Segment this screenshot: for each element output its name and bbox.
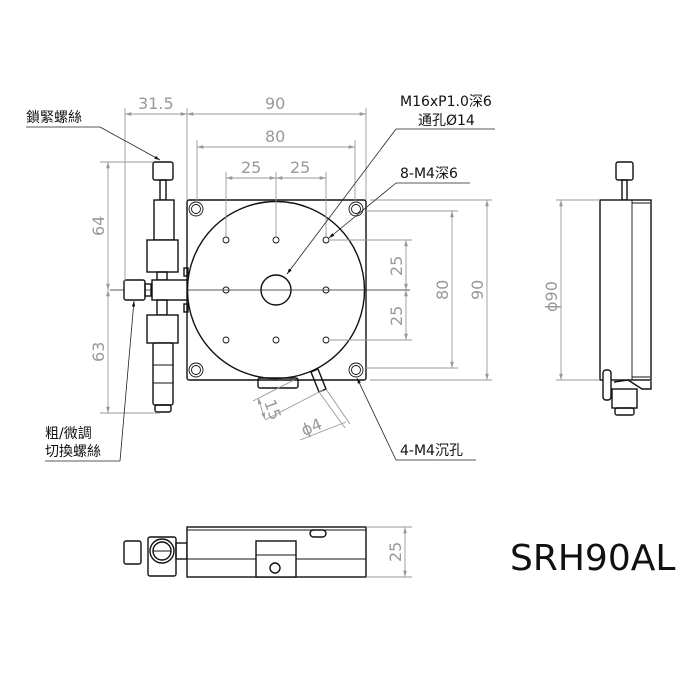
corner-counterbores — [188, 201, 364, 378]
lock-screw-knob[interactable] — [152, 161, 174, 181]
front-view: 25 — [123, 526, 412, 578]
model-title: SRH90AL — [510, 538, 675, 579]
dim-25-left: 25 — [241, 158, 261, 177]
dim-15: 15 — [260, 397, 285, 423]
dim-25-right: 25 — [290, 158, 310, 177]
dim-side-phi-90: ϕ90 — [542, 281, 561, 312]
micrometer-assembly — [123, 161, 189, 413]
dim-90-height: 90 — [468, 280, 487, 300]
callout-center-thread: M16xP1.0深6 — [400, 94, 492, 110]
dim-25-vert-bottom: 25 — [387, 306, 406, 326]
dim-90-width: 90 — [265, 94, 285, 113]
switch-screw-knob[interactable] — [123, 279, 146, 301]
callout-switch-line1: 粗/微調 — [45, 426, 92, 442]
top-view — [110, 161, 410, 413]
callout-switch-line2: 切換螺絲 — [45, 444, 101, 460]
callout-tapped-holes: 8-M4深6 — [400, 166, 458, 182]
callout-lock-screw: 鎖緊螺絲 — [26, 110, 82, 126]
callout-center-through: 通孔Ø14 — [418, 113, 475, 129]
dim-64: 64 — [89, 216, 108, 236]
dim-80-height: 80 — [433, 280, 452, 300]
dim-80-width: 80 — [265, 127, 285, 146]
callouts: M16xP1.0深6 通孔Ø14 8-M4深6 4-M4沉孔 鎖緊螺絲 粗/微調… — [26, 94, 495, 462]
callout-counterbore: 4-M4沉孔 — [400, 443, 463, 459]
side-view: ϕ90 — [542, 161, 652, 416]
dim-63: 63 — [89, 342, 108, 362]
top-view-dimensions: 31.5 90 80 25 25 25 25 80 90 64 63 15 ϕ4 — [89, 94, 492, 441]
dim-25-vert-top: 25 — [387, 256, 406, 276]
dim-31-5: 31.5 — [138, 94, 174, 113]
dim-phi-4: ϕ4 — [298, 414, 324, 439]
micrometer-thimble[interactable] — [152, 342, 174, 406]
dim-front-25: 25 — [386, 542, 405, 562]
